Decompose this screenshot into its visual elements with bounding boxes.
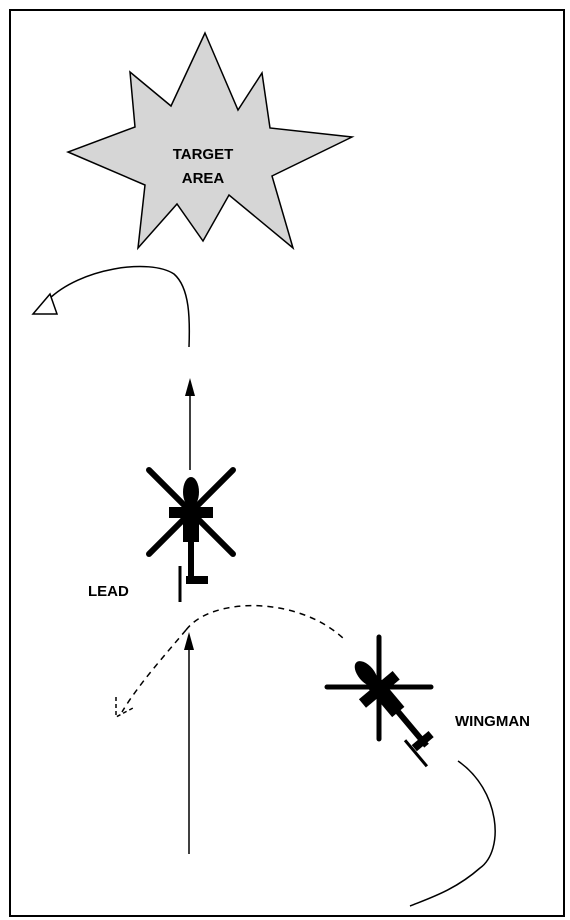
target-area-starburst [65,31,355,251]
lead-label: LEAD [88,583,129,600]
lead-dashed-turn-path-left [121,629,187,713]
wingman-label: WINGMAN [455,713,530,730]
lead-direction-arrowhead-icon [185,378,195,396]
lead-dashed-turn-path [185,605,346,641]
target-area-label-line1: TARGET [173,146,234,163]
wingman-approach-path [409,760,496,907]
lead-break-triangle-icon [31,292,59,315]
lead-helicopter-icon [146,467,236,602]
wingman-direction-arrowhead-icon [184,632,194,650]
lead-break-path [47,265,191,348]
target-area-label-line2: AREA [182,170,225,187]
wingman-helicopter-icon [324,634,434,768]
